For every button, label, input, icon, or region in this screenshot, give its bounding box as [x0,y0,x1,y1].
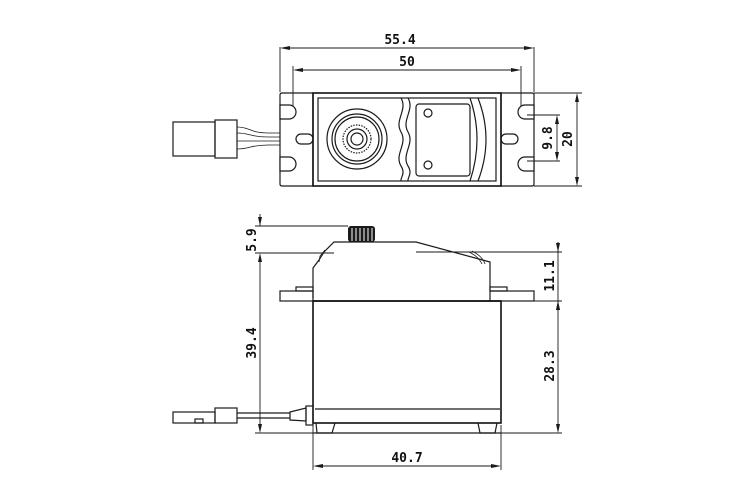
wire-connector-top [172,119,280,159]
dimension-body-length: 40.7 [312,425,502,470]
label-overall-height: 39.4 [245,327,260,358]
label-top-to-flange: 11.1 [543,260,558,291]
dimension-flange-to-bottom: 28.3 [501,301,562,434]
output-spline [326,108,388,170]
label-body-length: 40.7 [391,451,422,466]
label-mount-hole-spacing: 50 [399,55,415,70]
servo-body-top [312,92,502,187]
label-mount-slot-spacing: 9.8 [541,126,556,150]
label-overall-length: 55.4 [384,33,415,48]
mounting-flange [279,92,314,187]
side-view: 5.9 39.4 11.1 28.3 [172,214,562,470]
dimension-mount-hole-spacing: 50 [292,55,522,115]
dimension-mount-slot-spacing: 9.8 [527,114,560,162]
dimension-body-width: 20 [534,92,582,187]
mounting-flange-right [500,92,535,187]
dimension-overall-height: 39.4 [245,262,313,434]
dimension-top-to-flange: 11.1 [416,242,562,311]
wire-connector-side [172,405,314,426]
label-body-width: 20 [561,131,576,147]
label-spline-height: 5.9 [245,228,260,251]
dimension-spline-height: 5.9 [245,214,348,262]
top-view: 55.4 50 [172,33,582,187]
dimension-overall-length: 55.4 [279,33,535,92]
cover-plate [415,103,471,177]
label-flange-to-bottom: 28.3 [543,350,558,381]
servo-body-side [312,300,502,424]
servo-top-case [312,241,491,298]
